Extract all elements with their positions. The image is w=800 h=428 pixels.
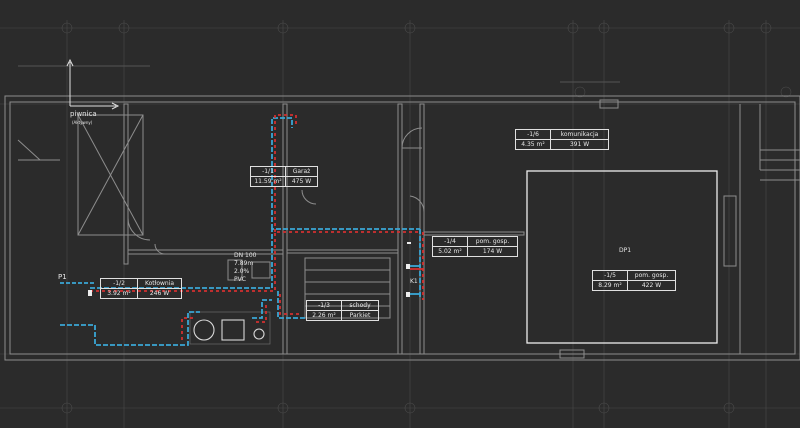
room-area: 8.29 m²: [593, 281, 628, 290]
room-name: Kotłownia: [144, 280, 175, 287]
pipe-spec-material: PVC: [234, 276, 246, 283]
room-power: 246 W: [149, 290, 170, 297]
room-tag[interactable]: -1/4 pom. gosp. 5.02 m² 174 W: [432, 236, 518, 257]
room-tag[interactable]: -1/1 Garaż 11.59 m² 475 W: [250, 166, 318, 187]
room-name: pom. gosp.: [475, 238, 510, 245]
room-name: Garaż: [292, 168, 311, 175]
pipe-markers: [88, 242, 411, 297]
room-power: 174 W: [482, 248, 503, 255]
room-name: komunikacja: [560, 131, 599, 138]
room-area: 4.35 m²: [516, 140, 551, 149]
room-name: pom. gosp.: [634, 272, 669, 279]
boiler-equipment: [189, 311, 271, 345]
room-number: -1/4: [433, 237, 468, 246]
grid-lines: [0, 20, 800, 428]
room-power: Parkiet: [349, 312, 371, 319]
room-tag[interactable]: -1/6 komunikacja 4.35 m² 391 W: [515, 129, 609, 150]
room-number: -1/1: [251, 167, 286, 176]
level-label: piwnica: [70, 110, 97, 118]
room-tag[interactable]: -1/2 Kotłownia 3.92 m² 246 W: [100, 278, 182, 299]
room-number: -1/3: [307, 301, 342, 310]
room-power: 391 W: [569, 141, 590, 148]
room-area: 5.02 m²: [433, 247, 468, 256]
level-sublabel: (Aktywny): [72, 120, 93, 125]
room-tag[interactable]: -1/3 schody 2.26 m² Parkiet: [306, 300, 379, 321]
room-power: 422 W: [641, 282, 662, 289]
dp1-outline: [526, 170, 718, 344]
room-area: 2.26 m²: [307, 311, 342, 320]
room-number: -1/5: [593, 271, 628, 280]
pipe-spec-dn: DN 100: [234, 252, 257, 259]
pipe-spec-slope: 2.0%: [234, 268, 250, 275]
room-name: schody: [349, 302, 371, 309]
pipe-spec-length: 7.89m: [234, 260, 254, 267]
room-area: 11.59 m²: [251, 177, 286, 186]
room-power: 475 W: [291, 178, 312, 185]
room-number: -1/6: [516, 130, 551, 139]
p1-label: P1: [58, 273, 67, 281]
k1-label: K1: [410, 278, 418, 285]
room-area: 3.92 m²: [101, 289, 138, 298]
room-tag[interactable]: -1/5 pom. gosp. 8.29 m² 422 W: [592, 270, 676, 291]
room-number: -1/2: [101, 279, 138, 288]
axis-arrows-icon: [66, 58, 120, 110]
dp1-label: DP1: [619, 247, 632, 254]
pipe-network: [60, 114, 424, 346]
